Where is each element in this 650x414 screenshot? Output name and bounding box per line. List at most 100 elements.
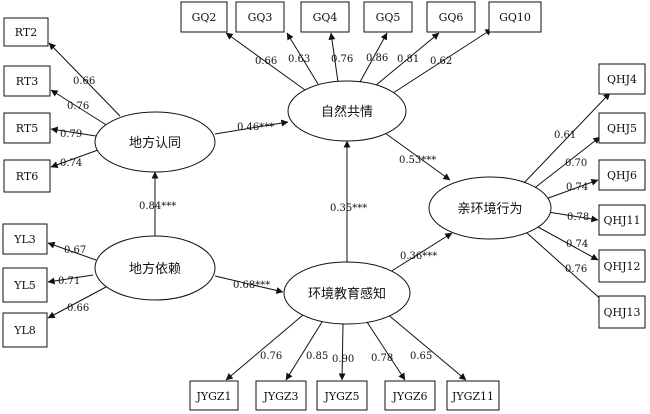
indicator-qhj6: QHJ6 (607, 169, 637, 182)
path-coef-dependence-identity: 0.84*** (139, 201, 176, 212)
edge-behavior-qhj5 (531, 136, 601, 191)
loading-yl5: 0.71 (58, 276, 80, 287)
edge-dependence-yl8 (47, 286, 107, 319)
latent-pro-env-behavior: 亲环境行为 (457, 202, 522, 217)
indicator-gq6-box (426, 1, 476, 33)
path-coef-edu-empathy: 0.35*** (330, 203, 367, 214)
path-edu-behavior (389, 232, 453, 273)
indicator-rt2: RT2 (15, 26, 37, 39)
loading-rt3: 0.76 (67, 101, 89, 112)
edge-behavior-qhj11 (547, 211, 599, 223)
indicator-rt5-box (3, 112, 51, 144)
indicator-qhj11: QHJ11 (603, 214, 640, 227)
indicator-gq4-box (300, 1, 350, 33)
edge-edu-jygz1 (225, 314, 304, 381)
indicator-gq5-box (363, 1, 413, 33)
indicator-yl8: YL8 (13, 324, 36, 337)
edge-edu-jygz6 (366, 321, 406, 381)
loading-jygz1: 0.76 (260, 351, 282, 362)
edge-edu-jygz11 (385, 312, 467, 381)
edge-empathy-gq2 (225, 32, 306, 91)
loading-rt6: 0.74 (60, 158, 82, 169)
latent-env-edu-perception: 环境教育感知 (308, 286, 386, 302)
edge-behavior-qhj12 (537, 226, 599, 261)
latent-place-dependence: 地方依赖 (129, 261, 181, 277)
indicator-jygz3: JYGZ3 (262, 390, 298, 403)
edge-identity-rt6 (50, 149, 99, 169)
edge-dependence-yl5 (47, 274, 94, 285)
edge-identity-rt5 (50, 126, 97, 137)
indicator-qhj13: QHJ13 (603, 306, 640, 319)
loading-jygz3: 0.85 (306, 351, 328, 362)
loading-qhj13: 0.76 (565, 264, 587, 275)
loading-gq10: 0.62 (430, 56, 452, 67)
edge-layer (47, 28, 611, 381)
loading-jygz5: 0.90 (332, 354, 354, 365)
indicator-yl5: YL5 (13, 279, 36, 292)
indicator-gq6: GQ6 (439, 11, 464, 24)
indicator-gq10-box (488, 1, 542, 33)
latent-place-dependence-shape (94, 235, 216, 301)
edge-identity-rt3 (50, 89, 109, 127)
edge-empathy-gq10 (389, 28, 493, 96)
path-coef-empathy-behavior: 0.53*** (399, 155, 436, 166)
edge-behavior-qhj13 (526, 232, 606, 304)
loading-jygz11: 0.65 (410, 351, 432, 362)
path-identity-empathy (214, 119, 289, 135)
indicator-qhj5: QHJ5 (607, 122, 637, 135)
edge-empathy-gq4 (328, 32, 339, 83)
indicator-gq2-box (180, 1, 228, 33)
edge-behavior-qhj4 (521, 92, 611, 186)
loading-qhj6: 0.74 (566, 182, 588, 193)
loading-qhj4: 0.61 (554, 130, 576, 141)
edge-behavior-qhj6 (542, 178, 599, 201)
indicator-jygz6-box (384, 380, 436, 411)
indicator-qhj11-box (598, 204, 646, 236)
indicator-qhj12-box (598, 249, 646, 283)
indicator-gq3: GQ3 (248, 11, 273, 24)
edge-identity-rt2 (48, 42, 121, 117)
indicator-yl5-box (2, 267, 48, 303)
indicator-jygz5: JYGZ5 (323, 390, 359, 403)
path-coef-edu-behavior: 0.36*** (400, 251, 437, 262)
loading-yl8: 0.66 (67, 303, 89, 314)
indicator-gq10: GQ10 (499, 11, 531, 24)
loading-gq2: 0.66 (255, 56, 277, 67)
indicator-qhj13-box (598, 295, 646, 329)
indicator-gq3-box (235, 1, 285, 33)
indicator-jygz1-box (189, 380, 239, 411)
latent-pro-env-behavior-shape (428, 176, 552, 240)
indicator-jygz11-box (446, 380, 500, 411)
latent-place-identity-shape (94, 111, 216, 173)
latent-env-edu-perception-shape (283, 261, 411, 325)
edge-empathy-gq5 (359, 32, 388, 83)
edge-edu-jygz3 (285, 321, 323, 381)
indicator-rt6-box (3, 159, 51, 193)
path-empathy-behavior (384, 132, 451, 181)
indicator-gq4: GQ4 (313, 11, 338, 24)
loading-gq6: 0.81 (397, 54, 419, 65)
indicator-gq5: GQ5 (376, 11, 401, 24)
loading-gq3: 0.63 (288, 54, 310, 65)
indicator-rt3: RT3 (16, 75, 38, 88)
indicator-jygz6: JYGZ6 (391, 390, 427, 403)
loading-qhj12: 0.74 (566, 239, 588, 250)
indicator-rt2-box (3, 17, 49, 47)
indicator-jygz5-box (316, 380, 368, 411)
loading-rt2: 0.66 (73, 76, 95, 87)
indicator-yl3-box (2, 223, 48, 255)
indicator-jygz11: JYGZ11 (451, 390, 494, 403)
indicator-gq2: GQ2 (192, 11, 217, 24)
indicator-qhj6-box (598, 159, 646, 191)
edge-dependence-yl3 (47, 241, 97, 261)
indicator-yl3: YL3 (13, 233, 36, 246)
loading-jygz6: 0.78 (371, 353, 393, 364)
indicator-qhj5-box (598, 112, 646, 144)
latent-nature-empathy: 自然共情 (321, 104, 373, 120)
loading-gq5: 0.86 (366, 53, 388, 64)
indicator-rt6: RT6 (16, 170, 38, 183)
loading-rt5: 0.79 (60, 129, 82, 140)
indicator-jygz1: JYGZ1 (195, 390, 231, 403)
